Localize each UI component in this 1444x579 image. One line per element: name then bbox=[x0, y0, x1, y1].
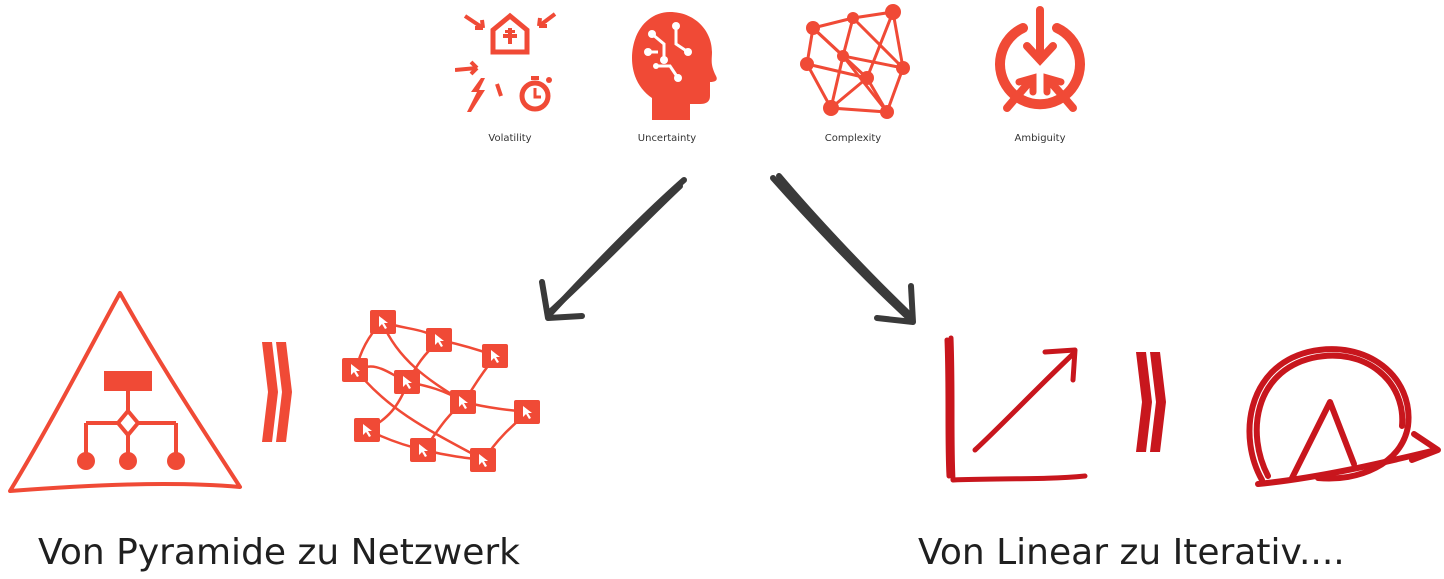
vuca-uncertainty: Uncertainty bbox=[597, 4, 737, 144]
vuca-label-ambiguity: Ambiguity bbox=[1014, 133, 1066, 144]
uncertainty-head-icon bbox=[632, 12, 717, 120]
caption-linear-to-iterative: Von Linear zu Iterativ.... bbox=[918, 532, 1345, 573]
volatility-icon bbox=[455, 12, 557, 112]
transition-arrow-left bbox=[262, 342, 292, 442]
arrow-right bbox=[770, 173, 916, 325]
vuca-ambiguity: Ambiguity bbox=[970, 4, 1110, 144]
vuca-label-complexity: Complexity bbox=[824, 133, 882, 144]
ambiguity-icon bbox=[995, 6, 1085, 112]
arrow-left bbox=[539, 177, 687, 321]
complexity-network-icon bbox=[800, 4, 910, 119]
vuca-label-volatility: Volatility bbox=[488, 133, 532, 144]
vuca-label-uncertainty: Uncertainty bbox=[637, 133, 697, 144]
iterative-loop-icon bbox=[1246, 346, 1441, 487]
linear-growth-icon bbox=[944, 335, 1088, 483]
caption-pyramid-to-network: Von Pyramide zu Netzwerk bbox=[38, 532, 520, 573]
vuca-complexity: Complexity bbox=[783, 4, 923, 144]
transition-arrow-right bbox=[1136, 352, 1166, 452]
pyramid-hierarchy-icon bbox=[8, 291, 242, 493]
network-icon bbox=[342, 310, 540, 472]
vuca-volatility: Volatility bbox=[440, 4, 580, 144]
